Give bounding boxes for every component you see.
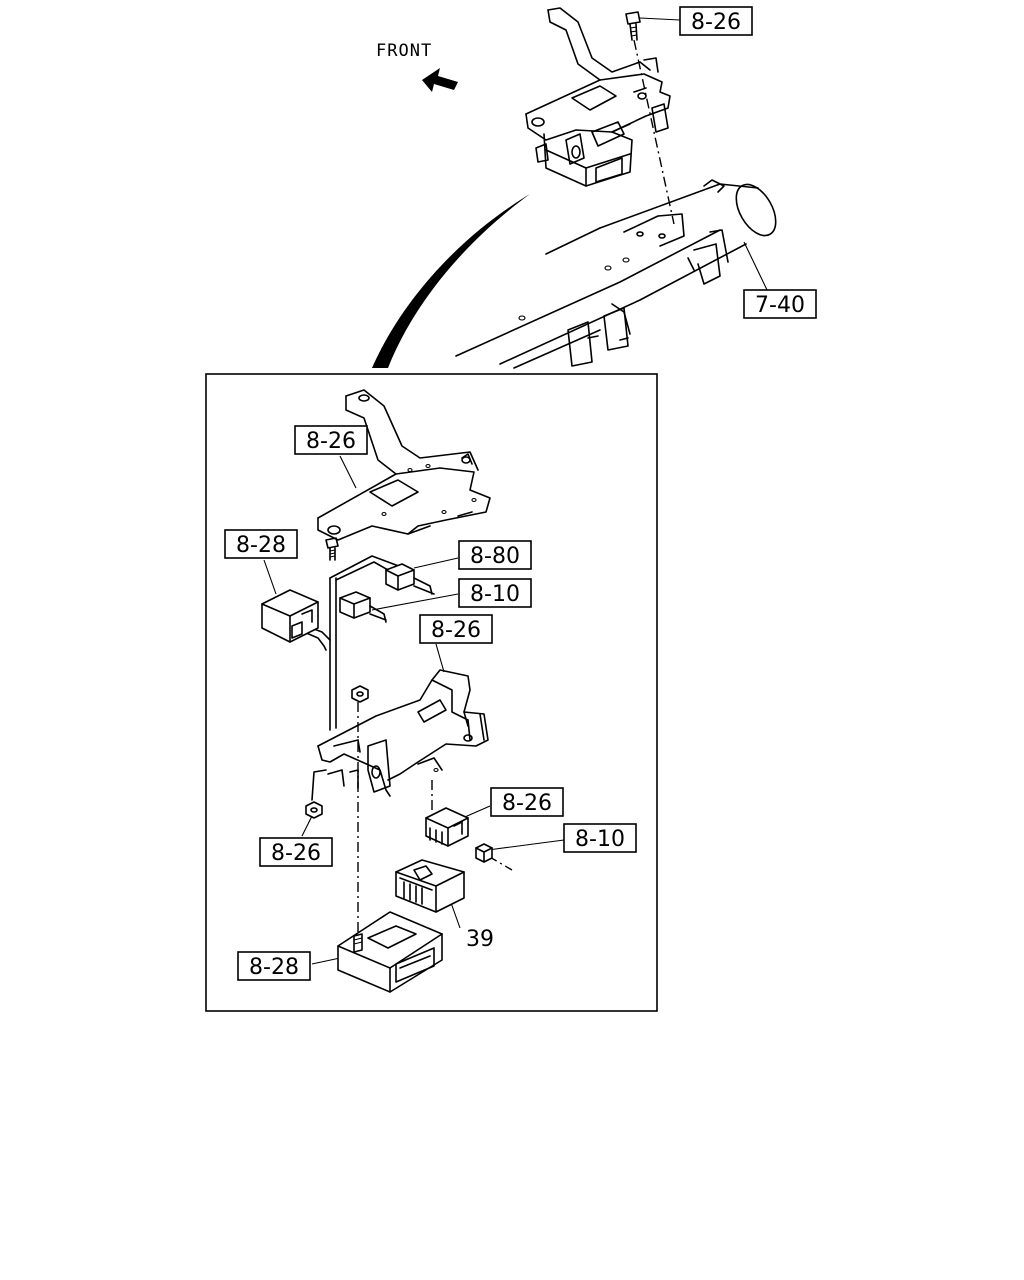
leader-bracket-top	[339, 455, 357, 489]
detail-top-bracket	[317, 389, 491, 541]
cross-member	[455, 179, 777, 369]
detail-mid-bracket	[317, 669, 489, 797]
detail-bolt	[325, 537, 339, 561]
detail-connector-c	[475, 843, 493, 863]
detail-frame	[205, 373, 658, 1012]
wiring-harness	[303, 555, 435, 801]
guide-line-top	[633, 39, 675, 225]
svg-text:8-26: 8-26	[691, 10, 741, 35]
detail-nut-upper	[351, 685, 369, 703]
callout-detail-bracket-mid: 8-26	[419, 614, 493, 644]
svg-text:8-28: 8-28	[236, 533, 286, 558]
leader-nut	[301, 815, 313, 837]
callout-top-bolt: 8-26	[679, 6, 753, 36]
callout-detail-connector-c: 8-10	[563, 823, 637, 853]
detail-relay-small	[425, 807, 469, 847]
svg-text:8-80: 8-80	[470, 544, 520, 569]
front-arrow-icon	[422, 68, 458, 92]
callout-detail-nut: 8-26	[259, 837, 333, 867]
callout-detail-control-unit: 8-28	[237, 951, 311, 981]
svg-text:8-26: 8-26	[431, 618, 481, 643]
top-bracket-assembly	[525, 7, 671, 187]
detail-control-unit	[337, 911, 443, 993]
detail-connector-a	[385, 563, 433, 595]
callout-detail-bracket-top: 8-26	[294, 425, 368, 455]
detail-connector-b	[339, 591, 387, 623]
detail-relay-left	[261, 589, 319, 643]
detail-nut-lower	[305, 801, 323, 819]
callout-detail-connector-b: 8-10	[458, 578, 532, 608]
callout-detail-relay-small: 8-26	[490, 787, 564, 817]
svg-text:8-26: 8-26	[502, 791, 552, 816]
svg-text:8-10: 8-10	[575, 827, 625, 852]
callout-cross-member: 7-40	[743, 289, 817, 319]
leader-relay-left	[263, 559, 277, 595]
svg-text:8-28: 8-28	[249, 955, 299, 980]
svg-text:39: 39	[466, 927, 494, 952]
callout-detail-module-39: 39	[466, 927, 494, 952]
leader-connector-c	[487, 839, 565, 851]
leader-control-unit	[311, 957, 341, 965]
callout-detail-connector-a: 8-80	[458, 540, 532, 570]
svg-text:8-10: 8-10	[470, 582, 520, 607]
leader-connector-b	[371, 593, 459, 611]
leader-bracket-mid	[435, 643, 445, 673]
detail-module-39	[395, 859, 465, 913]
leader-connector-a	[413, 557, 459, 569]
detail-pointer-arrow	[372, 194, 530, 368]
callout-detail-relay-left: 8-28	[224, 529, 298, 559]
svg-text:8-26: 8-26	[271, 841, 321, 866]
front-label: FRONT	[376, 41, 432, 61]
svg-text:8-26: 8-26	[306, 429, 356, 454]
svg-text:7-40: 7-40	[755, 293, 805, 318]
top-bolt	[625, 11, 681, 41]
